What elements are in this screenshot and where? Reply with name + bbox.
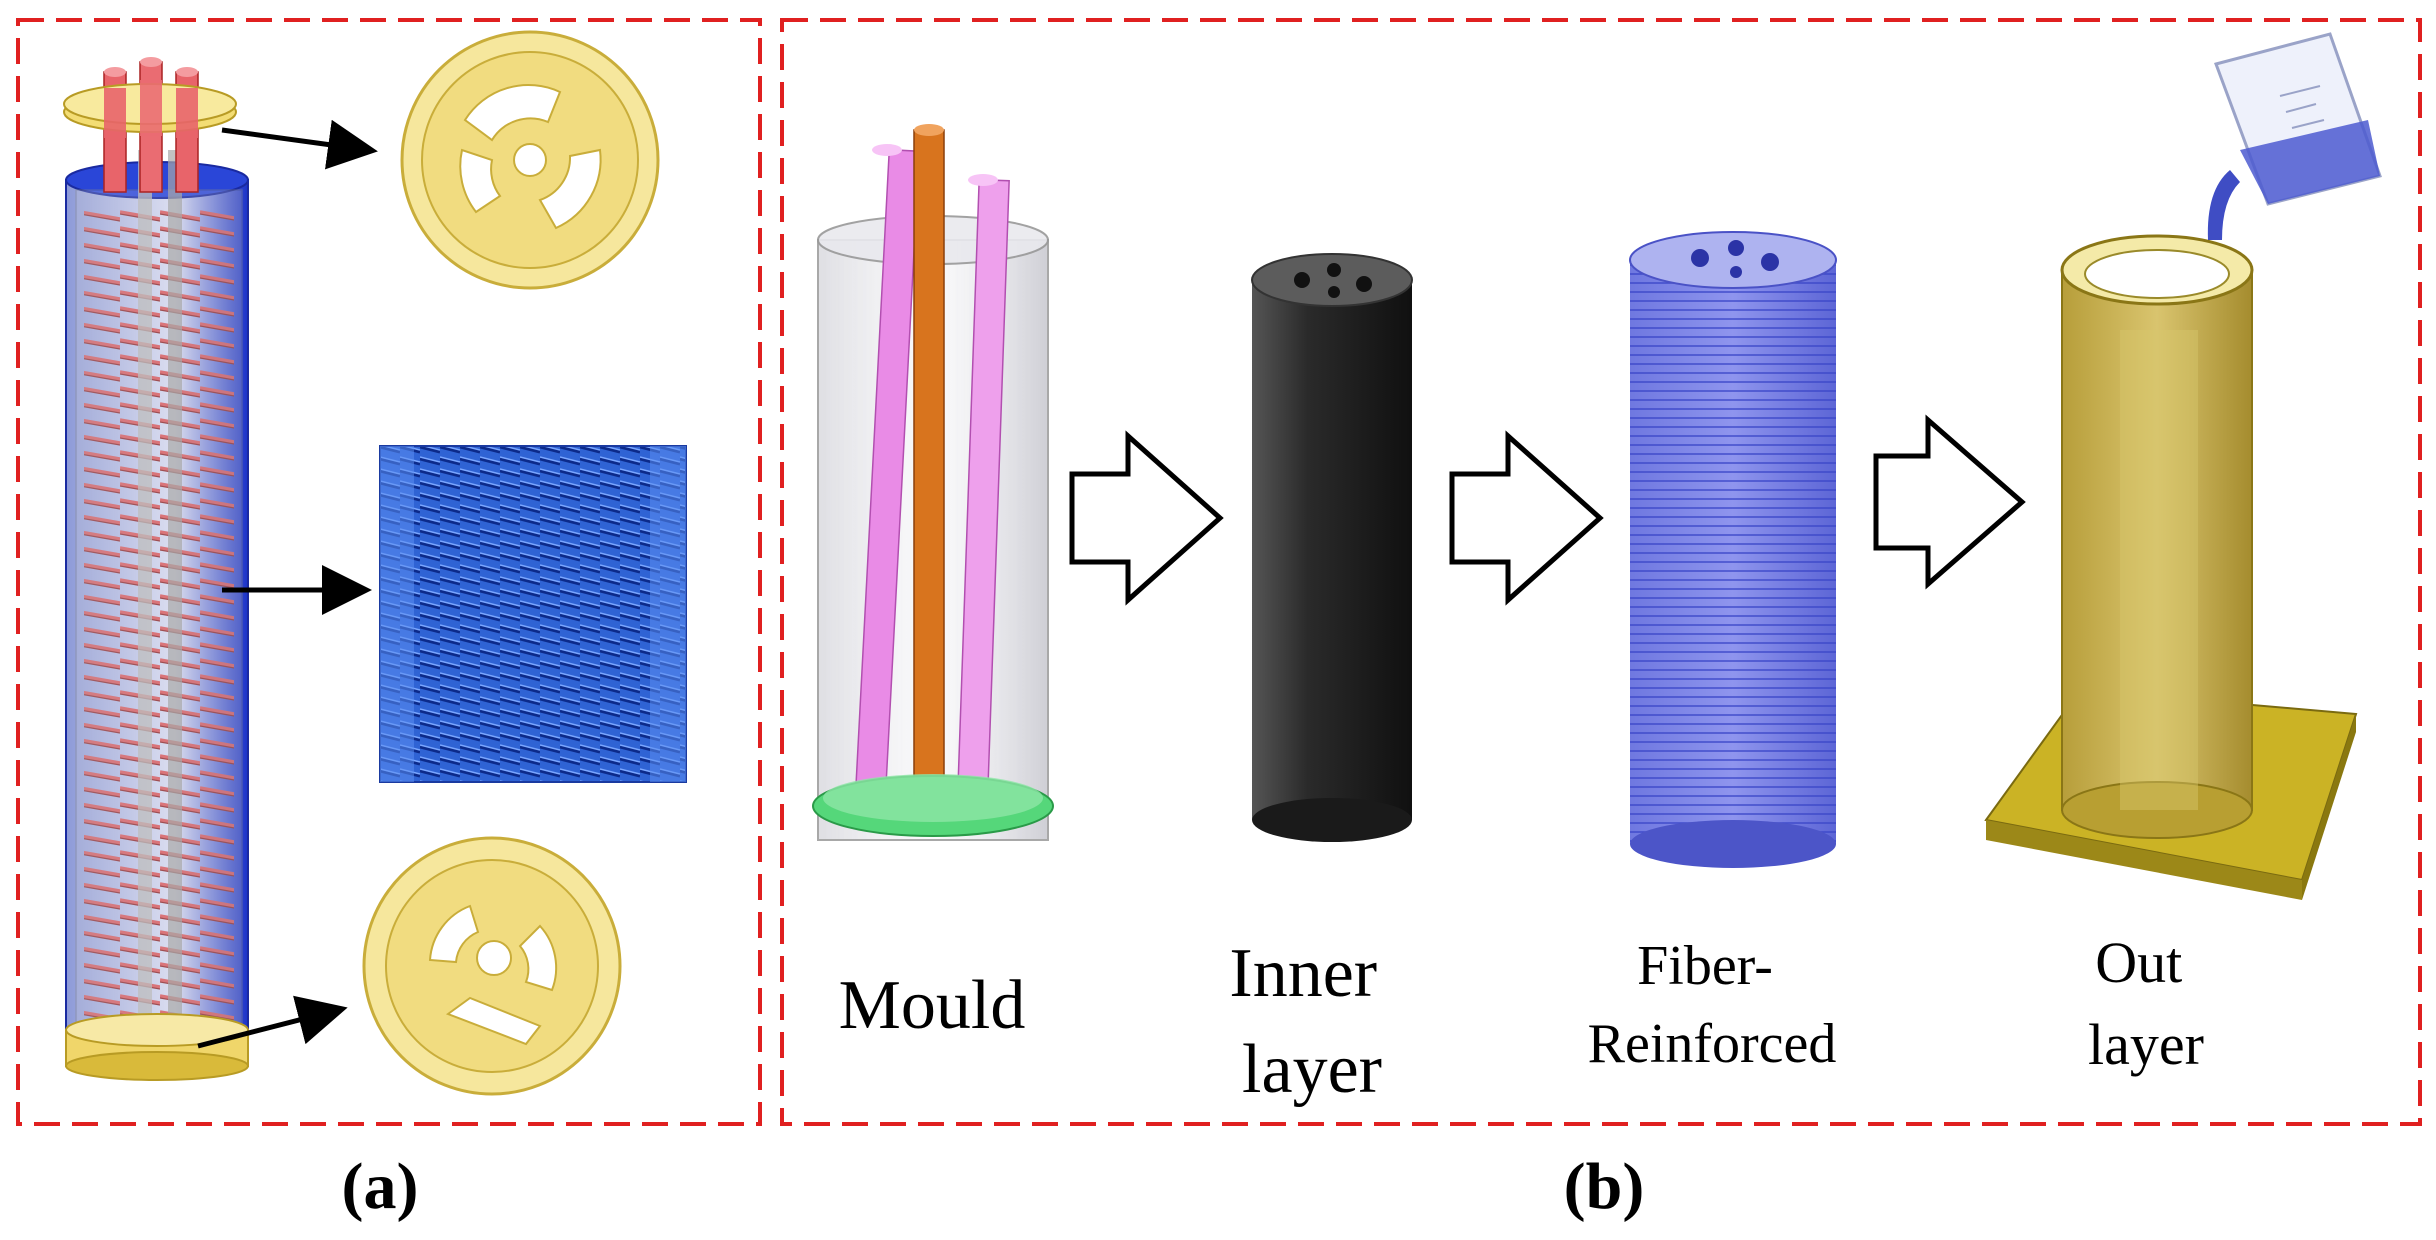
step-label-fiber-reinforced-line-2: Reinforced	[1588, 1013, 1837, 1075]
panel-a-frame	[16, 18, 762, 1126]
step-label-out-layer-line-2: layer	[2088, 1012, 2204, 1077]
step-label-mould: Mould	[839, 967, 1026, 1044]
step-label-fiber-reinforced-line-1: Fiber-	[1637, 935, 1773, 997]
heat-exchanger-assembly	[63, 57, 249, 1081]
top-cap-detail	[400, 30, 660, 290]
fiber-detail	[379, 445, 687, 783]
step-label-inner-layer-line-1: Inner	[1229, 935, 1377, 1012]
pouring-beaker-icon	[2207, 32, 2382, 240]
panel-b-caption: (b)	[1564, 1150, 1645, 1223]
step-label-inner-layer: Inner layer	[1229, 935, 1394, 1108]
inner-layer-illustration	[1251, 253, 1413, 842]
process-arrow-1	[1069, 430, 1224, 606]
process-arrow-2	[1449, 430, 1604, 606]
out-layer-illustration	[1984, 234, 2358, 900]
step-label-out-layer-line-1: Out	[2095, 930, 2182, 995]
bottom-cap-detail	[362, 836, 622, 1096]
step-label-mould-line-1: Mould	[839, 967, 1026, 1044]
panel-b-frame	[780, 18, 2422, 1126]
fiber-reinforced-illustration	[1629, 231, 1837, 868]
step-label-inner-layer-line-2: layer	[1242, 1031, 1382, 1108]
panel-a-caption: (a)	[342, 1150, 419, 1223]
mould-illustration	[812, 124, 1054, 841]
step-label-fiber-reinforced: Fiber- Reinforced	[1588, 935, 1837, 1075]
step-label-out-layer: Out layer	[2088, 930, 2204, 1077]
arrow-to-top-cap	[221, 119, 378, 170]
process-arrow-3	[1873, 414, 2026, 590]
arrow-to-bottom-cap	[197, 995, 348, 1049]
